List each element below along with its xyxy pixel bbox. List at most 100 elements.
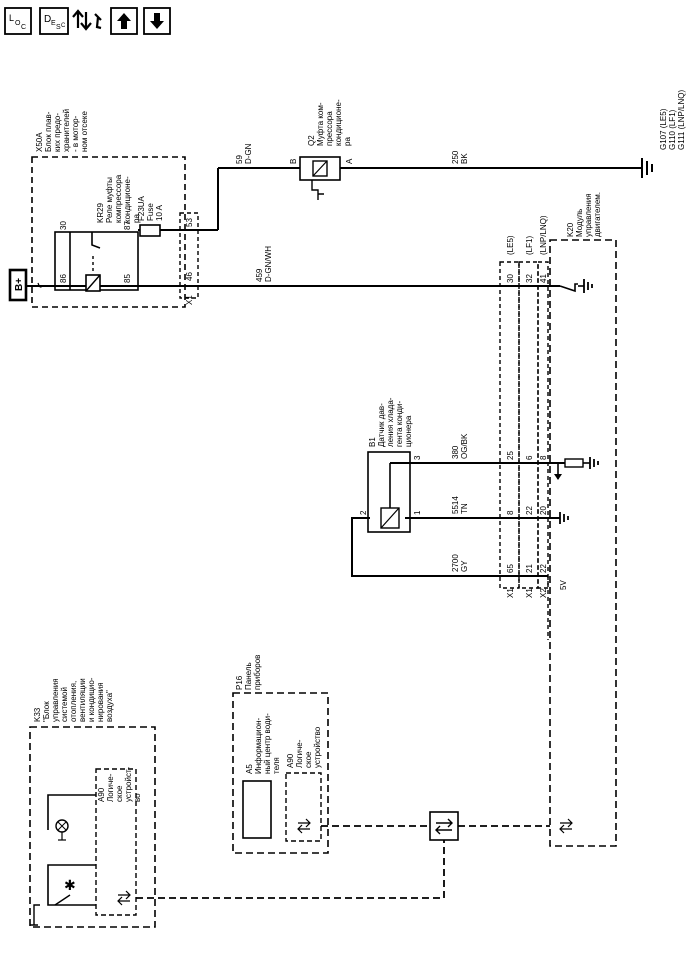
- a90-p16-logic: [285, 772, 322, 842]
- x1-connector: [179, 212, 199, 299]
- pin-b1-3: 3: [413, 455, 422, 460]
- svg-text:устройст-: устройст-: [124, 766, 133, 802]
- pin-c2-21: 21: [525, 564, 534, 573]
- svg-text:Fuse: Fuse: [146, 203, 155, 221]
- k33-hvac-module: [29, 726, 156, 928]
- wire-59-label: 59 D-GN: [235, 143, 253, 164]
- loc-label-o: O: [15, 20, 21, 27]
- svg-text:управления: управления: [51, 678, 60, 722]
- wire-2700: [351, 517, 548, 577]
- svg-text:Q2: Q2: [307, 135, 316, 146]
- svg-text:кондиционе-: кондиционе-: [123, 176, 132, 223]
- svg-text:Панель: Панель: [244, 662, 253, 690]
- svg-text:ра: ра: [132, 214, 141, 223]
- pin-x1-46: 46: [185, 272, 194, 281]
- fuse-label: F23UA Fuse 10 A: [137, 195, 164, 221]
- svg-text:гента конди-: гента конди-: [395, 401, 404, 447]
- svg-text:ном отсеке: ном отсеке: [80, 111, 89, 152]
- pin-le5-header: (LE5): [506, 235, 515, 255]
- pin-kr29-87: 87: [123, 221, 132, 230]
- svg-text:59: 59: [235, 155, 244, 164]
- svg-text:ское: ское: [115, 785, 124, 802]
- svg-text:"Блок: "Блок: [42, 701, 51, 722]
- svg-text:F23UA: F23UA: [137, 195, 146, 221]
- a90-k33-logic: [95, 768, 137, 916]
- pin-c3-8: 8: [539, 455, 548, 460]
- svg-text:Блок плав-: Блок плав-: [44, 111, 53, 152]
- svg-text:воздуха": воздуха": [105, 690, 114, 722]
- b1-label: B1 Датчик дав- ления хлада- гента конди-…: [368, 397, 413, 447]
- k33-label: K33 "Блок управления системой отопления,…: [33, 677, 114, 722]
- svg-text:ра: ра: [343, 137, 352, 146]
- a90-k33-label: A90 Логиче- ское устройст- во: [97, 766, 142, 802]
- svg-text:устройство: устройство: [313, 726, 322, 768]
- blower-icon: [47, 794, 96, 841]
- desc-label-e: E: [51, 20, 56, 27]
- p16-label: P16 Панель приборов: [235, 655, 262, 690]
- svg-text:G111 (LNP/LNQ): G111 (LNP/LNQ): [677, 89, 686, 150]
- svg-text:двигателем.: двигателем.: [593, 192, 602, 237]
- pin-c1-30: 30: [506, 274, 515, 283]
- pin-kr29-86: 86: [59, 274, 68, 283]
- svg-text:Муфта ком-: Муфта ком-: [316, 102, 325, 146]
- svg-text:во: во: [133, 793, 142, 802]
- p16-data-arrows-icon: [297, 818, 311, 834]
- wire-380-label: 380 OG/BK: [451, 433, 469, 459]
- svg-text:ское: ское: [304, 751, 313, 768]
- loc-button[interactable]: L O C: [4, 7, 32, 35]
- pin-5v: 5V: [559, 580, 568, 590]
- svg-text:K20: K20: [566, 222, 575, 237]
- x50a-fuse-block: [31, 156, 186, 308]
- svg-text:10 A: 10 A: [155, 204, 164, 221]
- arrow-up-button[interactable]: [110, 7, 138, 35]
- svg-text:Логиче-: Логиче-: [295, 739, 304, 768]
- svg-text:✱: ✱: [64, 877, 76, 893]
- svg-text:D-GN/WH: D-GN/WH: [264, 246, 273, 282]
- svg-text:K33: K33: [33, 707, 42, 722]
- svg-text:Датчик дав-: Датчик дав-: [377, 403, 386, 447]
- svg-text:ких предо-: ких предо-: [53, 113, 62, 152]
- pin-labels: 30 86 87 85 53 46 X1 B A 2 3 1 (LE5) (LF…: [59, 158, 568, 598]
- ground-ref-label: G107 (LE5) G110 (LF1) G111 (LNP/LNQ): [659, 89, 686, 150]
- arrow-up-icon: [117, 13, 131, 29]
- desc-label-s: S: [56, 24, 61, 31]
- pin-kr29-85: 85: [123, 274, 132, 283]
- svg-text:B1: B1: [368, 437, 377, 447]
- svg-text:отопления,: отопления,: [69, 681, 78, 722]
- pin-lnp-header: (LNP/LNQ): [539, 215, 548, 255]
- snowflake-switch-icon: ✱: [30, 864, 96, 926]
- svg-text:хранителей: хранителей: [62, 109, 71, 152]
- desc-button[interactable]: D E S C: [39, 7, 69, 35]
- svg-text:вентиляции: вентиляции: [78, 678, 87, 722]
- connector-column-le5: [499, 261, 520, 589]
- arrow-down-button[interactable]: [143, 7, 171, 35]
- pin-c2-22: 22: [525, 506, 534, 515]
- svg-text:X50A: X50A: [35, 132, 44, 152]
- svg-text:OG/BK: OG/BK: [460, 433, 469, 459]
- desc-label-c: C: [61, 23, 66, 29]
- desc-label-d: D: [44, 14, 51, 25]
- pin-x1-label: X1: [185, 295, 194, 305]
- svg-text:G110 (LF1): G110 (LF1): [668, 109, 677, 150]
- connector-view-icon[interactable]: [72, 9, 102, 31]
- loc-label-l: L: [9, 13, 14, 23]
- pin-conn-x2: X2: [539, 588, 548, 598]
- svg-text:BK: BK: [460, 153, 469, 164]
- svg-text:KR29: KR29: [96, 202, 105, 223]
- svg-text:GY: GY: [460, 560, 469, 572]
- pin-c3-41: 41: [539, 274, 548, 283]
- svg-text:380: 380: [451, 445, 460, 459]
- svg-text:459: 459: [255, 268, 264, 282]
- pin-c1-25: 25: [506, 451, 515, 460]
- a90-p16-label: A90 Логиче- ское устройство: [286, 726, 322, 768]
- pin-x1-53: 53: [185, 218, 194, 227]
- pin-c3-22: 22: [539, 564, 548, 573]
- splice-pack-icon[interactable]: [429, 811, 459, 841]
- svg-text:250: 250: [451, 150, 460, 164]
- svg-text:ный центр води-: ный центр води-: [263, 713, 272, 774]
- q2-compressor-clutch: [299, 156, 341, 181]
- loc-label-c: C: [21, 24, 26, 31]
- svg-text:2700: 2700: [451, 554, 460, 572]
